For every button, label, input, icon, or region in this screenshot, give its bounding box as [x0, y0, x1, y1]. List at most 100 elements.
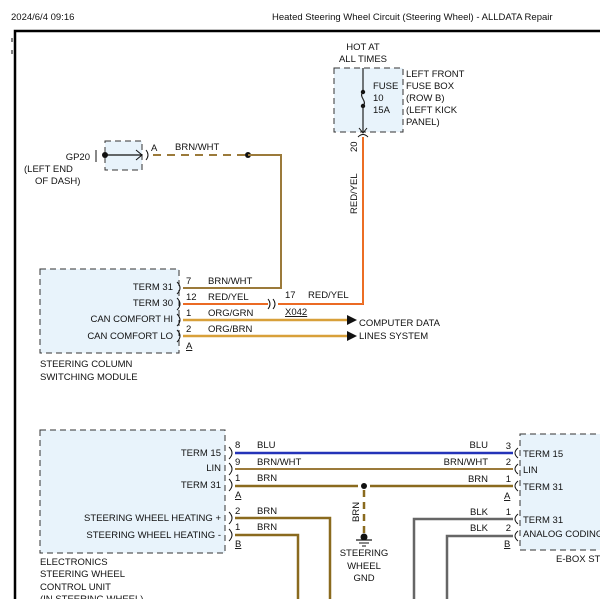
- arrow-right-icon: [347, 331, 357, 341]
- e-box-wire-color: BRN/WHT: [444, 457, 489, 468]
- column-module-outline: [39, 268, 180, 354]
- fuse-box: HOT AT ALL TIMES FUSE 10 15A LEFT FRONT …: [333, 42, 465, 214]
- e-box-terminal-label: TERM 15: [523, 449, 563, 460]
- gp20-wire-color: BRN/WHT: [175, 142, 220, 153]
- steering-column-switching-module: TERM 31 TERM 30 CAN COMFORT HI CAN COMFO…: [39, 268, 254, 383]
- column-terminal-label: CAN COMFORT LO: [87, 331, 173, 342]
- fuse-number: 10: [373, 93, 384, 104]
- wire-blk-analog-coding: [445, 534, 513, 599]
- pin-socket-icon: [514, 463, 519, 475]
- can-destination-label: COMPUTER DATA: [359, 318, 441, 329]
- hot-at-label: HOT AT: [346, 42, 380, 53]
- fuse-wire-color: RED/YEL: [349, 173, 360, 214]
- pin-socket-icon: [176, 297, 181, 311]
- ground-gp20: GP20 (LEFT END OF DASH) A BRN/WHT: [24, 140, 220, 187]
- fuse-rating: 15A: [373, 105, 391, 116]
- control-unit-wire-color: BRN: [257, 522, 277, 533]
- column-pin-number: 12: [186, 292, 197, 303]
- gp20-location-line: (LEFT END: [24, 164, 73, 175]
- e-box-pin-number: 1: [506, 474, 511, 485]
- fuse-pin-socket-icon: [357, 134, 369, 138]
- column-pin-number: 7: [186, 276, 191, 287]
- e-box-wire-color: BLU: [470, 440, 489, 451]
- e-box-connector-a: A: [504, 491, 511, 502]
- control-unit-terminal-label: STEERING WHEEL HEATING +: [84, 513, 221, 524]
- wire-blk-term31: [412, 517, 513, 599]
- can-destination-label: LINES SYSTEM: [359, 331, 428, 342]
- control-unit-pin-number: 9: [235, 457, 240, 468]
- page-title: Heated Steering Wheel Circuit (Steering …: [272, 12, 553, 23]
- wire-brn-wht-ground: [183, 154, 282, 289]
- control-unit-wire-color: BLU: [257, 440, 276, 451]
- ground-point-dot: [360, 533, 368, 541]
- control-unit-terminal-label: TERM 31: [181, 480, 221, 491]
- control-unit-name: ELECTRONICS: [40, 557, 108, 568]
- column-wire-color: BRN/WHT: [208, 276, 253, 287]
- steering-wheel-control-unit: TERM 15 LIN TERM 31 STEERING WHEEL HEATI…: [39, 429, 302, 599]
- e-box-name: E-BOX ST: [556, 554, 600, 565]
- fuse-location-line: LEFT FRONT: [406, 69, 465, 80]
- control-unit-wire-color: BRN/WHT: [257, 457, 302, 468]
- column-terminal-label: CAN COMFORT HI: [90, 314, 173, 325]
- gp20-pin-socket-icon: [145, 149, 149, 161]
- control-unit-pin-number: 1: [235, 522, 240, 533]
- pin-socket-icon: [176, 313, 181, 327]
- fuse-terminal-dot: [360, 89, 366, 95]
- gp20-pin-arrow-icon: [135, 149, 143, 161]
- e-box-wire-color: BLK: [470, 507, 489, 518]
- column-module-name: STEERING COLUMN: [40, 359, 133, 370]
- ground-wire-color: BRN: [351, 502, 362, 522]
- pin-socket-icon: [228, 462, 233, 476]
- pin-socket-icon: [514, 530, 519, 542]
- diagram-frame: [13, 29, 600, 599]
- gp20-label: GP20: [66, 152, 90, 163]
- e-box-terminal-label: TERM 31: [523, 515, 563, 526]
- gp20-location-line: OF DASH): [35, 176, 80, 187]
- control-unit-terminal-label: TERM 15: [181, 448, 221, 459]
- column-wire-color: ORG/BRN: [208, 324, 252, 335]
- x042-pin-icon: [267, 298, 271, 310]
- control-unit-terminal-label: STEERING WHEEL HEATING -: [86, 530, 221, 541]
- e-box-terminal-label: ANALOG CODING: [523, 529, 600, 540]
- pin-socket-icon: [176, 281, 181, 295]
- e-box-wire-color: BLK: [470, 523, 489, 534]
- column-terminal-label: TERM 30: [133, 298, 173, 309]
- pin-socket-icon: [514, 513, 519, 525]
- control-unit-wire-color: BRN: [257, 506, 277, 517]
- control-unit-connector-a: A: [235, 490, 242, 501]
- wire-brn-heating-minus: [235, 533, 300, 599]
- e-box-pin-number: 3: [506, 441, 511, 452]
- wire-red-yel-fuse-feed: [278, 137, 364, 305]
- fuse-location-line: PANEL): [406, 117, 440, 128]
- wire-red-yel-core: [278, 137, 364, 305]
- e-box-terminal-label: TERM 31: [523, 482, 563, 493]
- fuse-location-line: FUSE BOX: [406, 81, 455, 92]
- column-connector-id: A: [186, 341, 193, 352]
- ground-label: WHEEL: [347, 561, 381, 572]
- splice-dot: [361, 483, 367, 489]
- column-wire-color: ORG/GRN: [208, 308, 254, 319]
- pin-socket-icon: [514, 447, 519, 459]
- control-unit-name: CONTROL UNIT: [40, 582, 111, 593]
- fuse-label: FUSE: [373, 81, 398, 92]
- pin-socket-icon: [228, 528, 233, 542]
- control-unit-pin-number: 2: [235, 506, 240, 517]
- x042-pin-number: 17: [285, 290, 296, 301]
- pin-socket-icon: [514, 480, 519, 492]
- e-box-wire-color: BRN: [468, 474, 488, 485]
- control-unit-terminal-label: LIN: [206, 463, 221, 474]
- column-wire-color: RED/YEL: [208, 292, 249, 303]
- control-unit-pin-number: 8: [235, 440, 240, 451]
- control-unit-name: (IN STEERING WHEEL): [40, 594, 143, 599]
- all-times-label: ALL TIMES: [339, 54, 387, 65]
- e-box-connector-b: B: [504, 539, 510, 550]
- column-module-name: SWITCHING MODULE: [40, 372, 138, 383]
- pin-socket-icon: [228, 478, 233, 492]
- control-unit-pin-number: 1: [235, 473, 240, 484]
- control-unit-wire-color: BRN: [257, 473, 277, 484]
- gp20-pin: A: [151, 143, 158, 154]
- control-unit-connector-b: B: [235, 539, 241, 550]
- arrow-right-icon: [347, 315, 357, 325]
- wire-brn-heating-plus: [235, 516, 332, 599]
